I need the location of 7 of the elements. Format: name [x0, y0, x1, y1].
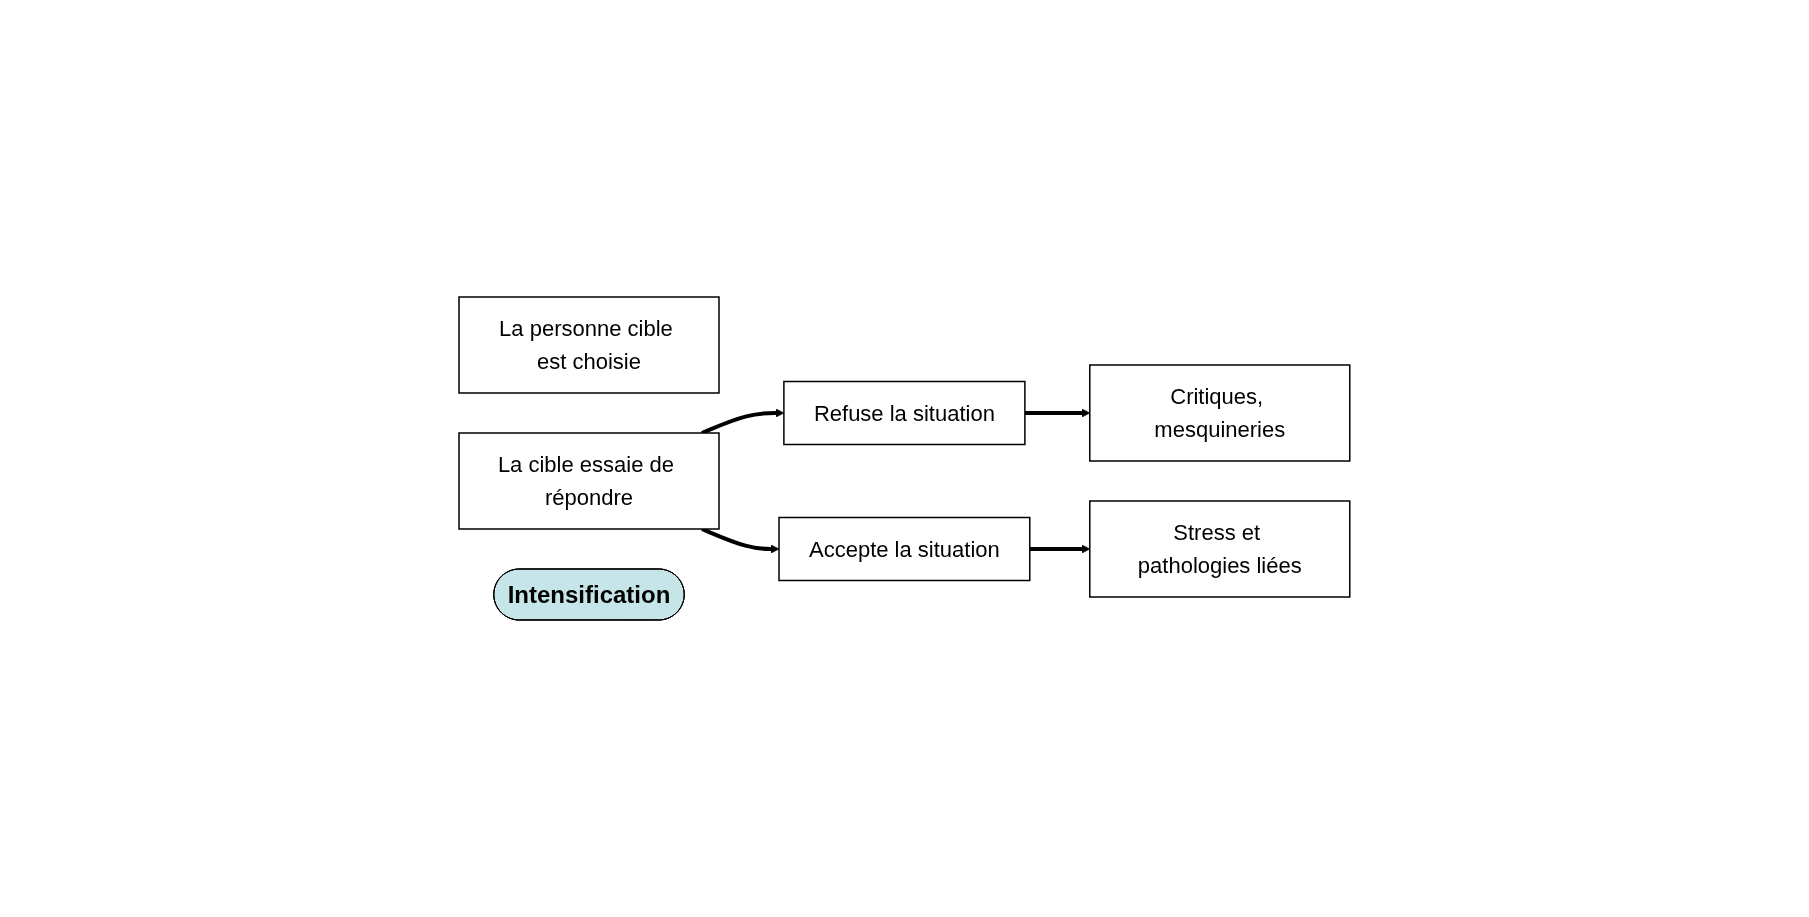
arrow — [701, 408, 785, 435]
node-box: La cible essaie de répondre — [458, 432, 720, 530]
node-box: Accepte la situation — [778, 516, 1031, 582]
node-box: La personne cible est choisie — [458, 296, 720, 394]
node-box: Refuse la situation — [783, 380, 1026, 446]
node-box: Stress et pathologies liées — [1089, 500, 1351, 598]
node-box: Critiques, mesquineries — [1089, 364, 1351, 462]
